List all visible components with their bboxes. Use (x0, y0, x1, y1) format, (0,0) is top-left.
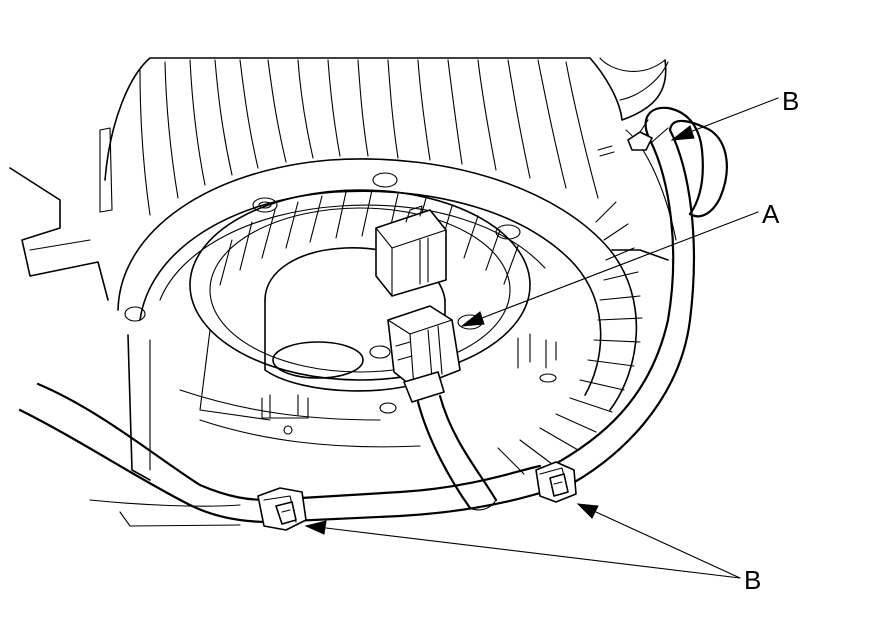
callout-b-bottom-label: B (744, 565, 762, 595)
motor-connector (375, 205, 447, 297)
leader-b-bottom (304, 503, 741, 579)
blower-housing (9, 57, 677, 527)
wire-harness (18, 106, 728, 524)
connector-a (387, 305, 461, 403)
callout-b-top-label: B (782, 86, 800, 116)
leader-a (460, 211, 759, 327)
leader-b-top (670, 97, 779, 141)
callout-a-label: A (762, 199, 780, 229)
harness-clip-right (535, 461, 577, 503)
harness-clip-left (257, 487, 307, 531)
